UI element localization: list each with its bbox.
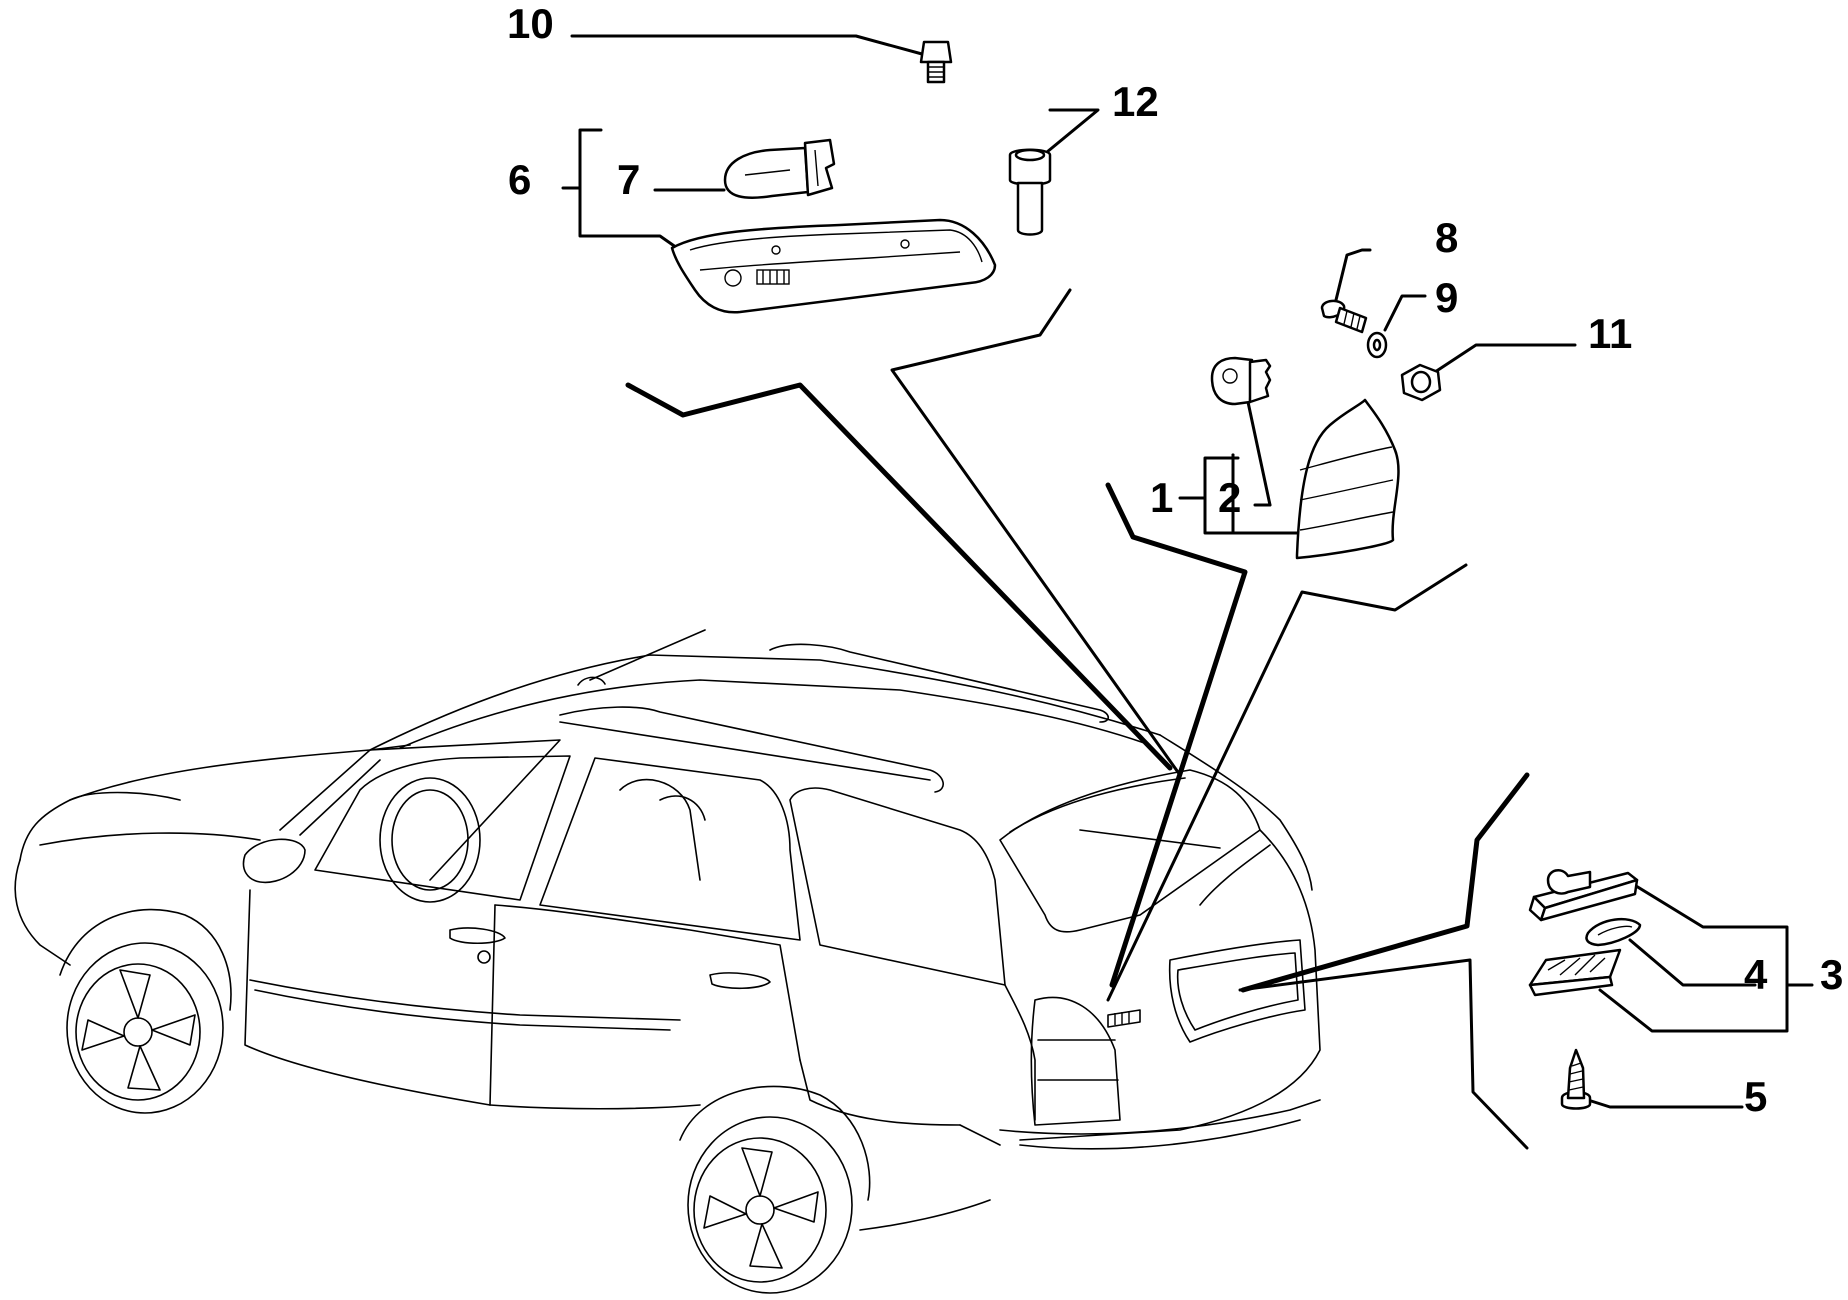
part-3-plate-light (1528, 868, 1797, 1033)
plate-light-reflector (1528, 948, 1622, 997)
callout-6: 6 (508, 156, 531, 203)
callout-8: 8 (1435, 214, 1458, 261)
callout-7: 7 (617, 156, 640, 203)
part-12-sleeve (1008, 108, 1100, 236)
part-10-bolt (570, 34, 953, 84)
part-4-lens (1585, 917, 1757, 987)
station-wagon-car (14, 629, 1321, 1294)
callout-1: 1 (1150, 474, 1173, 521)
callout-4: 4 (1744, 951, 1768, 998)
callout-5: 5 (1744, 1073, 1767, 1120)
part-7-bulb (653, 138, 836, 199)
callout-12: 12 (1112, 78, 1159, 125)
part-2-bulb (1210, 356, 1272, 508)
part-11-nut (1400, 343, 1577, 402)
callout-9: 9 (1435, 274, 1458, 321)
callout-11: 11 (1588, 310, 1632, 357)
callout-10: 10 (507, 0, 554, 47)
part-6-brake-light (561, 128, 997, 314)
leader-lines (625, 288, 1530, 1150)
callout-2: 2 (1218, 474, 1241, 521)
callout-labels: 10 12 6 7 8 9 11 1 2 4 3 5 (507, 0, 1843, 1120)
bracket-1-2 (1178, 456, 1299, 535)
callout-3: 3 (1820, 951, 1843, 998)
part-5-screw (1560, 1048, 1744, 1110)
part-8-screw (1320, 248, 1372, 334)
part-9-washer (1366, 294, 1427, 359)
